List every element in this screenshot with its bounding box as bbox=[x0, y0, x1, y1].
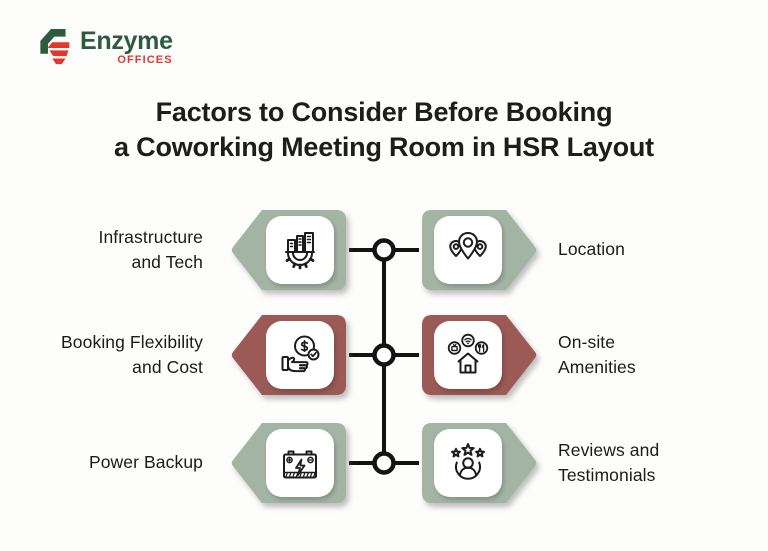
icon-box bbox=[434, 321, 502, 389]
icon-box bbox=[434, 429, 502, 497]
factor-shape-amenities bbox=[420, 312, 540, 398]
power-backup-icon bbox=[283, 450, 317, 479]
page-title-line1: Factors to Consider Before Booking bbox=[155, 97, 613, 127]
page-title-line2: a Coworking Meeting Room in HSR Layout bbox=[114, 132, 654, 162]
factor-shape-booking-cost bbox=[228, 312, 348, 398]
brand-logo-icon bbox=[40, 29, 70, 65]
brand-subtitle: OFFICES bbox=[117, 54, 173, 66]
icon-box bbox=[266, 216, 334, 284]
reviews-icon bbox=[451, 443, 485, 480]
factor-shape-location bbox=[420, 207, 540, 293]
brand-logo-text: Enzyme OFFICES bbox=[80, 28, 173, 67]
brand-logo: Enzyme OFFICES bbox=[38, 26, 173, 70]
factor-shape-power-backup bbox=[228, 420, 348, 506]
location-icon bbox=[449, 232, 487, 260]
icon-box bbox=[266, 321, 334, 389]
amenities-icon bbox=[447, 333, 489, 374]
icon-box bbox=[434, 216, 502, 284]
connector-node bbox=[372, 451, 396, 475]
factor-shape-reviews bbox=[420, 420, 540, 506]
brand-name: Enzyme bbox=[80, 27, 173, 55]
booking-cost-icon bbox=[281, 335, 320, 373]
factor-shape-infrastructure bbox=[228, 207, 348, 293]
factor-label-power-backup: Power Backup bbox=[88, 452, 203, 473]
factor-label-location: Location bbox=[558, 239, 625, 260]
icon-box bbox=[266, 429, 334, 497]
infrastructure-icon bbox=[285, 232, 315, 270]
page-title: Factors to Consider Before Booking a Cow… bbox=[0, 95, 768, 165]
connector-node bbox=[372, 238, 396, 262]
connector-node bbox=[372, 343, 396, 367]
